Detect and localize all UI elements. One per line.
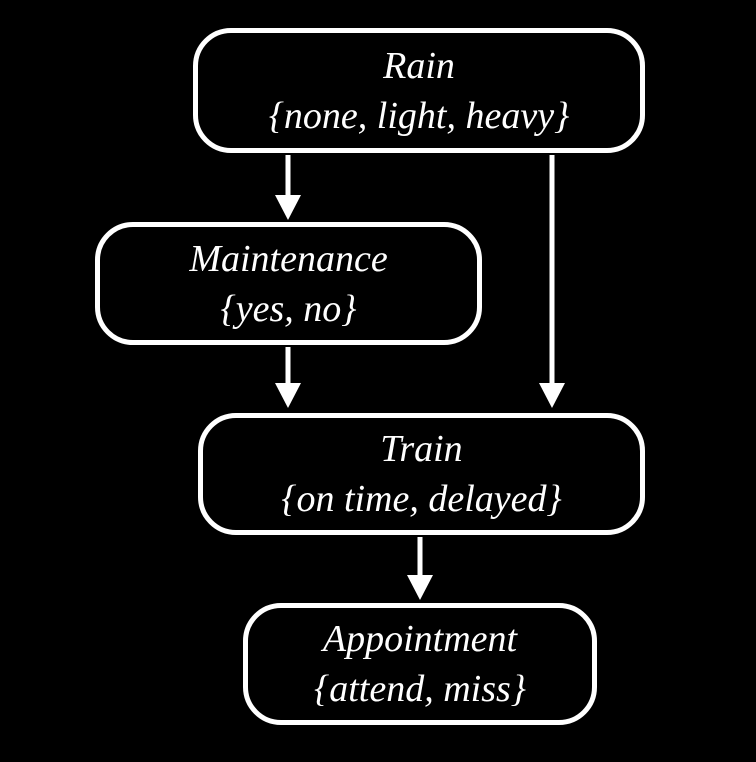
edge-shaft [417, 537, 423, 577]
node-rain-values: {none, light, heavy} [268, 94, 570, 137]
node-appointment: Appointment {attend, miss} [243, 603, 597, 725]
node-appointment-values: {attend, miss} [314, 668, 526, 710]
node-train-values: {on time, delayed} [281, 478, 562, 520]
node-rain-title: Rain [383, 44, 455, 87]
edge-train-to-appointment [407, 537, 433, 600]
arrowhead-down-icon [539, 383, 565, 408]
node-train-title: Train [380, 428, 463, 470]
arrowhead-down-icon [275, 383, 301, 408]
node-maintenance-values: {yes, no} [220, 287, 357, 330]
edge-shaft [285, 155, 291, 197]
edge-maintenance-to-train [275, 347, 301, 408]
node-rain: Rain {none, light, heavy} [193, 28, 645, 153]
edge-rain-to-train [539, 155, 565, 408]
node-appointment-title: Appointment [322, 618, 518, 660]
node-train: Train {on time, delayed} [198, 413, 645, 535]
node-maintenance: Maintenance {yes, no} [95, 222, 482, 345]
node-maintenance-title: Maintenance [189, 237, 388, 280]
edge-rain-to-maintenance [275, 155, 301, 220]
edge-shaft [285, 347, 291, 385]
arrowhead-down-icon [407, 575, 433, 600]
arrowhead-down-icon [275, 195, 301, 220]
edge-shaft [549, 155, 555, 385]
